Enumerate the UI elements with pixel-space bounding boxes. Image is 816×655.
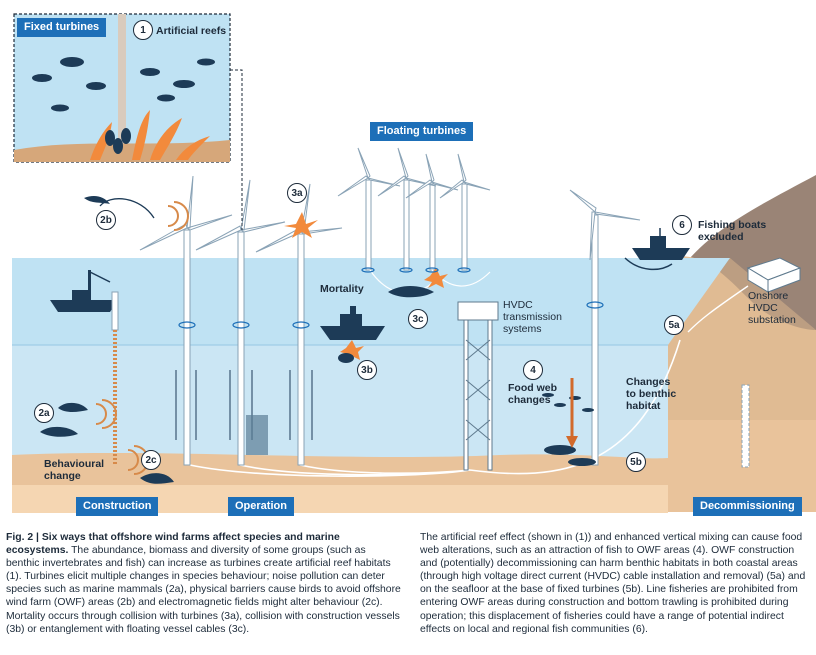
marker-2b: 2b	[96, 210, 116, 230]
entangled-whale	[388, 286, 434, 298]
turbine-tower	[297, 233, 305, 466]
label-food-web: Food web changes	[508, 382, 557, 406]
seabird	[84, 196, 110, 204]
noise-waves	[95, 399, 149, 475]
inset-mussels	[105, 128, 131, 154]
fishing-boat	[632, 228, 690, 260]
marker-6: 6	[672, 215, 692, 235]
inset-coral	[90, 110, 210, 160]
onshore-substation-building	[746, 257, 802, 293]
label-mortality: Mortality	[320, 283, 364, 295]
marker-1: 1	[133, 20, 153, 40]
marker-3a: 3a	[287, 183, 307, 203]
tag-decommissioning: Decommissioning	[693, 497, 802, 516]
inset-fish	[32, 57, 215, 112]
tag-floating-turbines: Floating turbines	[370, 122, 474, 141]
tag-construction: Construction	[76, 497, 159, 516]
figure-label: Fig. 2 | Six ways that offshore wind far…	[6, 532, 340, 557]
marker-4: 4	[523, 360, 543, 380]
label-benthic: Changes to benthic habitat	[626, 376, 677, 412]
monopile-under-construction	[111, 291, 119, 331]
coastal-cable	[687, 285, 749, 333]
inset-monopile	[118, 14, 126, 162]
sea-surface	[12, 258, 730, 345]
caption-left-text: The abundance, biomass and diversity of …	[6, 545, 401, 635]
figure-illustration	[12, 13, 816, 513]
fixed-turbines	[183, 214, 599, 466]
bird-noise-waves	[167, 201, 189, 231]
turbine-tower	[183, 229, 191, 466]
figure: Fixed turbines Floating turbines Constru…	[12, 13, 816, 516]
tag-fixed-turbines: Fixed turbines	[17, 18, 107, 37]
label-hvdc: HVDC transmission systems	[503, 299, 562, 335]
construction-vessel	[50, 270, 118, 312]
marker-2c: 2c	[141, 450, 161, 470]
service-vessel	[320, 306, 385, 340]
figure-caption: Fig. 2 | Six ways that offshore wind far…	[6, 531, 812, 653]
marker-3c: 3c	[408, 309, 428, 329]
mixing-zone	[246, 415, 268, 455]
hvdc-cable	[189, 339, 681, 477]
turtle	[338, 353, 354, 363]
caption-right-column: The artificial reef effect (shown in (1)…	[420, 532, 806, 635]
caption-left-column: Fig. 2 | Six ways that offshore wind far…	[6, 531, 402, 636]
marker-2a: 2a	[34, 403, 54, 423]
label-behavioural-change: Behavioural change	[44, 458, 105, 482]
tag-operation: Operation	[228, 497, 294, 516]
vertical-mixing-arrows	[175, 370, 313, 440]
marine-mammals	[40, 402, 174, 484]
label-fishing-boats: Fishing boats excluded	[698, 219, 767, 243]
label-artificial-reefs: Artificial reefs	[156, 25, 227, 37]
turbine-blades	[139, 175, 641, 261]
turbine-tower	[237, 231, 245, 466]
turbine-tower	[591, 214, 599, 466]
marker-3b: 3b	[357, 360, 377, 380]
decommissioned-pile	[741, 384, 750, 468]
hvdc-platform	[457, 301, 499, 471]
fishing-exclusion-arrow	[624, 257, 673, 271]
foundation-rings	[178, 267, 604, 329]
label-onshore-substation: Onshore HVDC substation	[748, 290, 796, 326]
inset-connector	[230, 69, 243, 230]
marker-5b: 5b	[626, 452, 646, 472]
inset-seabed	[14, 140, 230, 162]
collision-spark	[284, 212, 448, 360]
bird-avoidance-arrow	[99, 198, 155, 219]
marker-5a: 5a	[664, 315, 684, 335]
